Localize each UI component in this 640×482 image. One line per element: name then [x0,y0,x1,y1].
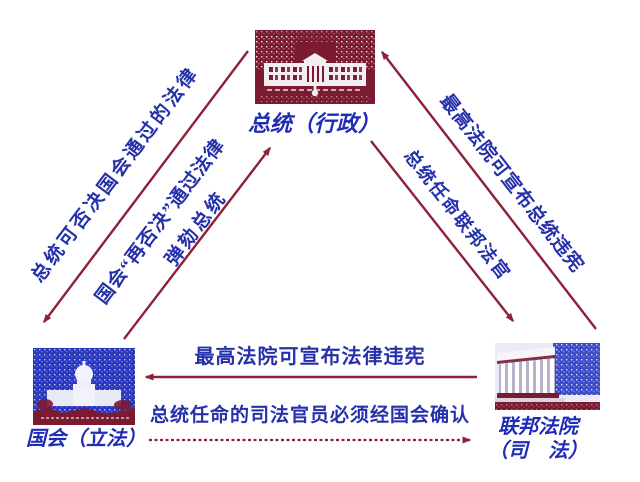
edge-label-declare-laws-unconstitutional: 最高法院可宣布法律违宪 [194,346,426,368]
white-house-image [255,30,375,104]
court-node-label-line2: （司 法） [488,440,588,462]
president-node-label: 总统（行政） [247,111,380,136]
arrow-president-to-congress-veto [43,50,249,324]
us-capitol-image [33,348,135,425]
court-node-label: 联邦法院 （司 法） [478,415,598,463]
arrow-president-to-court-appoint [370,140,514,323]
edge-label-confirm-officials: 总统任命的司法官员必须经国会确认 [149,405,470,426]
arrow-congress-to-president-override-impeach [123,146,271,340]
court-node-label-line1: 联邦法院 [498,416,578,438]
arrow-court-to-president-unconstitutional [381,50,597,330]
congress-node-label: 国会（立法） [26,428,146,450]
supreme-court-image [495,343,600,410]
